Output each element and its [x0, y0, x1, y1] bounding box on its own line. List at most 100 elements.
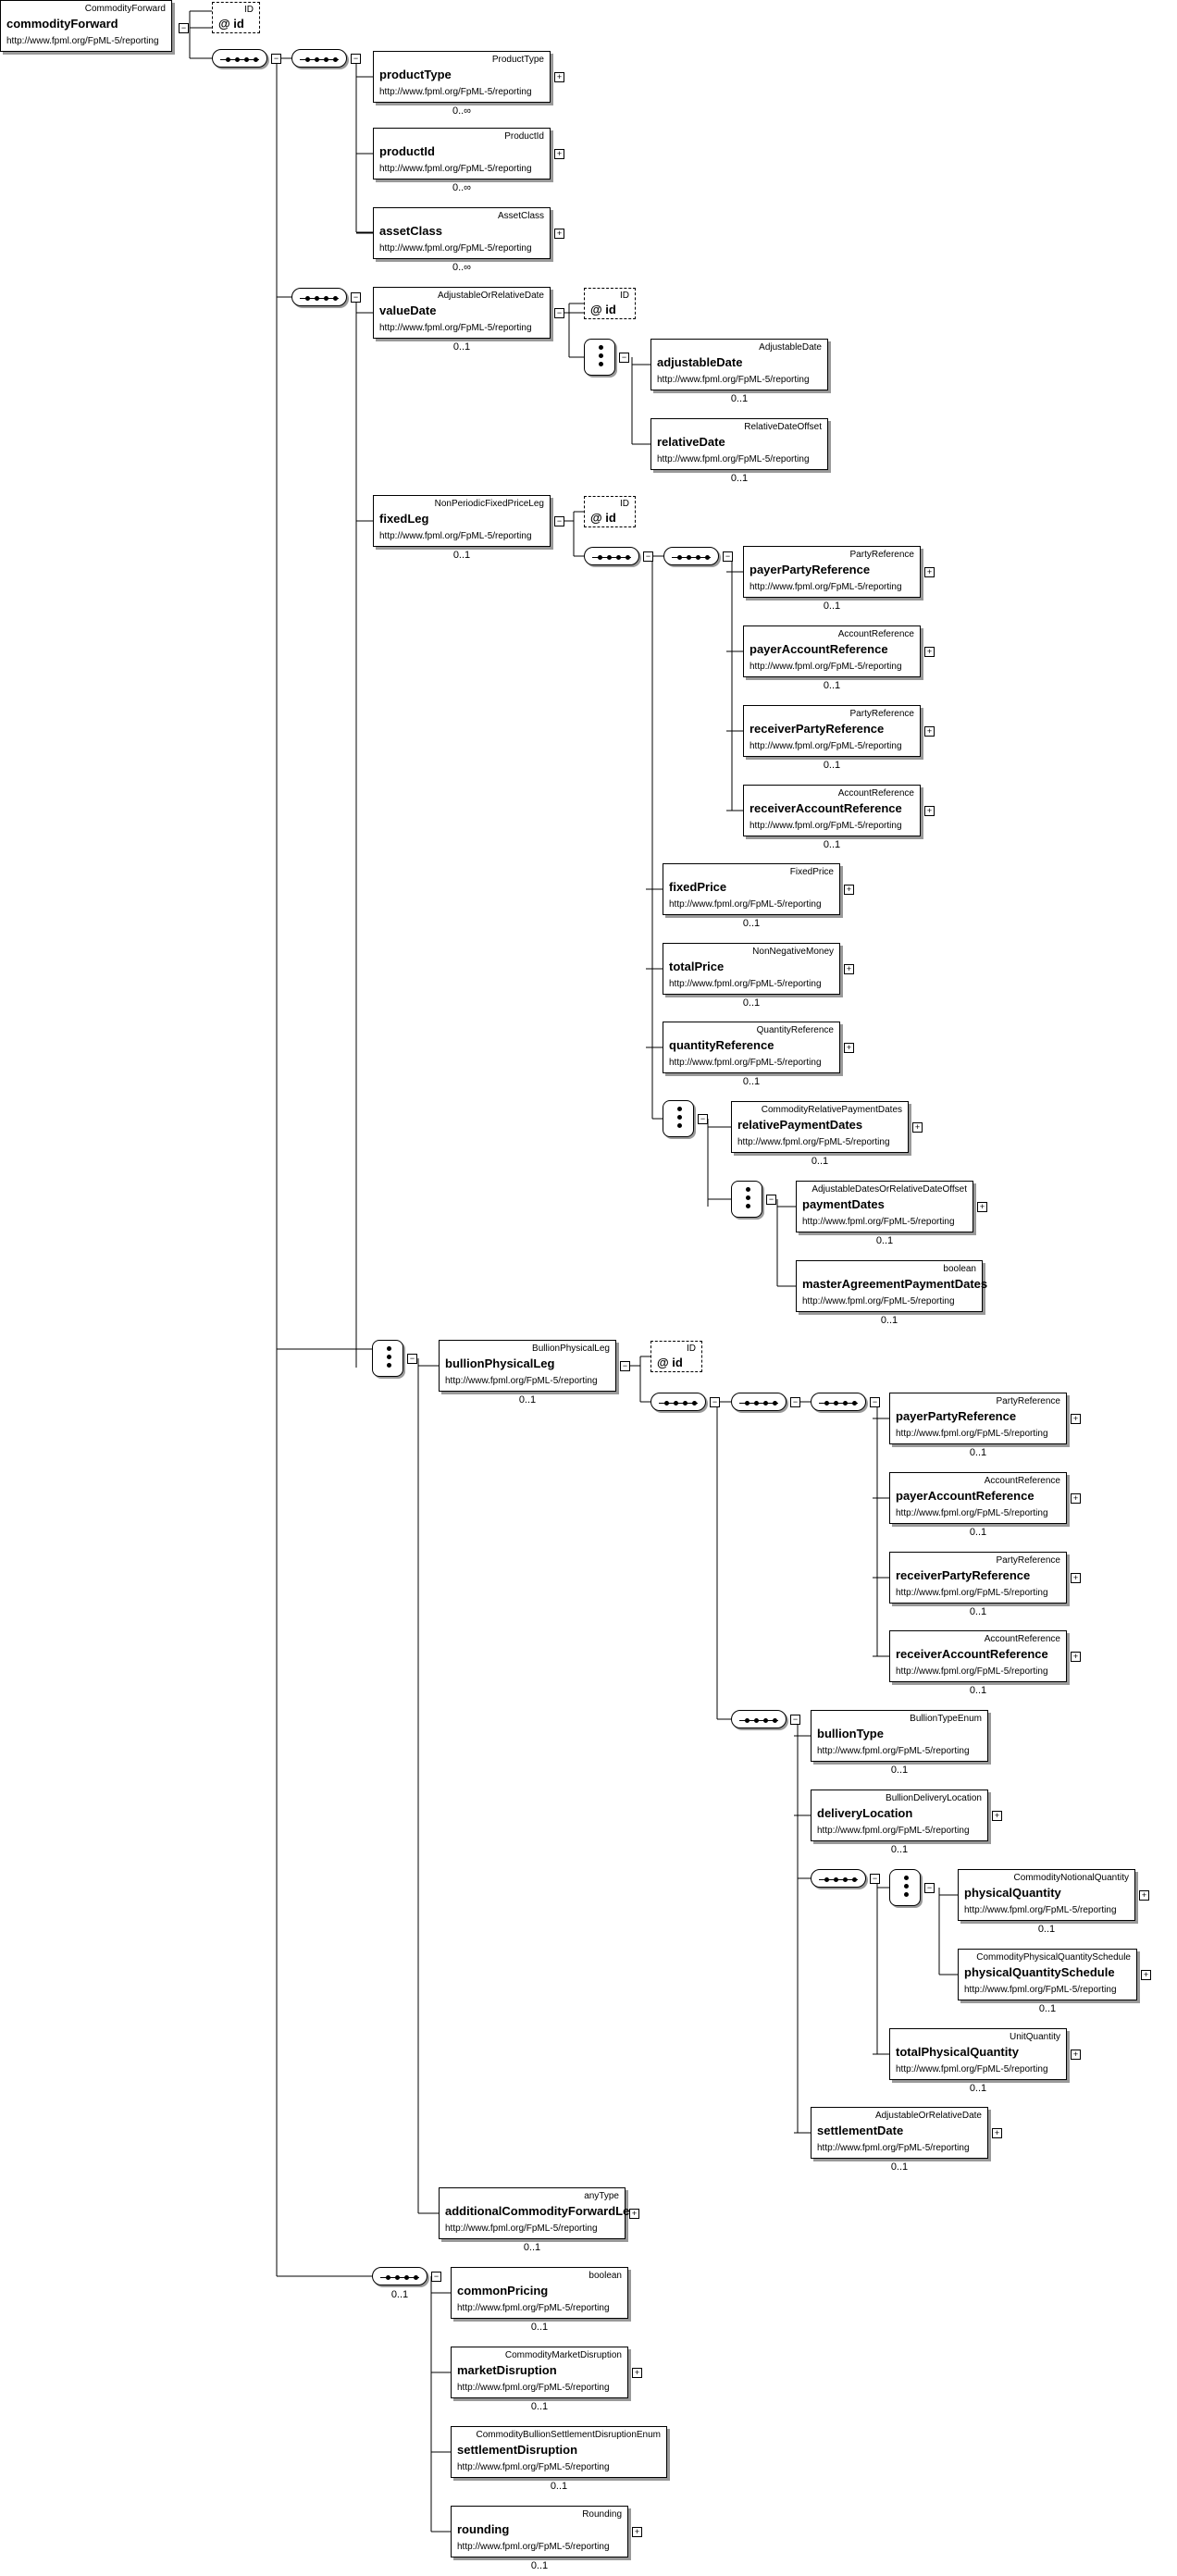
collapse-icon[interactable]: −: [351, 54, 361, 64]
collapse-icon[interactable]: −: [179, 23, 189, 33]
element-type: Rounding: [582, 2509, 622, 2520]
expand-icon[interactable]: +: [977, 1202, 987, 1212]
collapse-icon[interactable]: −: [790, 1715, 800, 1725]
expand-icon[interactable]: +: [844, 964, 854, 974]
expand-icon[interactable]: +: [992, 1811, 1002, 1821]
collapse-icon[interactable]: −: [924, 1883, 935, 1893]
expand-icon[interactable]: +: [554, 149, 564, 159]
expand-icon[interactable]: +: [924, 567, 935, 577]
choice-compositor[interactable]: [584, 339, 615, 376]
expand-icon[interactable]: +: [1071, 2050, 1081, 2060]
expand-icon[interactable]: +: [1139, 1890, 1149, 1901]
collapse-icon[interactable]: −: [870, 1874, 880, 1884]
sequence-compositor[interactable]: [811, 1869, 866, 1888]
collapse-icon[interactable]: −: [790, 1397, 800, 1407]
expand-icon[interactable]: +: [632, 2368, 642, 2378]
sequence-compositor[interactable]: [291, 49, 347, 68]
collapse-icon[interactable]: −: [643, 551, 653, 562]
expand-icon[interactable]: +: [632, 2527, 642, 2537]
choice-compositor[interactable]: [889, 1869, 921, 1906]
element-namespace: http://www.fpml.org/FpML-5/reporting: [457, 2383, 610, 2393]
expand-icon[interactable]: +: [554, 72, 564, 82]
choice-compositor[interactable]: [663, 1100, 694, 1137]
expand-icon[interactable]: +: [992, 2128, 1002, 2138]
expand-icon[interactable]: +: [844, 1043, 854, 1053]
collapse-icon[interactable]: −: [271, 54, 281, 64]
collapse-icon[interactable]: −: [554, 308, 564, 318]
element-name: fixedPrice: [669, 880, 727, 894]
element-settlementDisruption[interactable]: CommodityBullionSettlementDisruptionEnum…: [451, 2426, 667, 2478]
expand-icon[interactable]: +: [1071, 1493, 1081, 1504]
sequence-compositor[interactable]: [212, 49, 267, 68]
collapse-icon[interactable]: −: [870, 1397, 880, 1407]
collapse-icon[interactable]: −: [407, 1354, 417, 1364]
expand-icon[interactable]: +: [1071, 1573, 1081, 1583]
sequence-compositor[interactable]: [372, 2267, 427, 2285]
expand-icon[interactable]: +: [1141, 1970, 1151, 1980]
expand-icon[interactable]: +: [1071, 1652, 1081, 1662]
collapse-icon[interactable]: −: [620, 1361, 630, 1371]
expand-icon[interactable]: +: [924, 726, 935, 737]
choice-compositor[interactable]: [731, 1181, 762, 1218]
collapse-icon[interactable]: −: [431, 2272, 441, 2282]
expand-icon[interactable]: +: [924, 806, 935, 816]
expand-icon[interactable]: +: [912, 1122, 923, 1133]
element-type: RelativeDateOffset: [744, 422, 822, 432]
expand-icon[interactable]: +: [629, 2209, 639, 2219]
choice-compositor[interactable]: [372, 1340, 403, 1377]
sequence-compositor[interactable]: [584, 547, 639, 565]
collapse-icon[interactable]: −: [766, 1195, 776, 1205]
sequence-compositor[interactable]: [811, 1393, 866, 1411]
collapse-icon[interactable]: −: [351, 292, 361, 303]
expand-icon[interactable]: +: [554, 229, 564, 239]
sequence-compositor[interactable]: [663, 547, 719, 565]
sequence-compositor[interactable]: [731, 1710, 787, 1728]
sequence-compositor[interactable]: [731, 1393, 787, 1411]
sequence-compositor[interactable]: [291, 288, 347, 306]
expand-icon[interactable]: +: [1071, 1414, 1081, 1424]
collapse-icon[interactable]: −: [698, 1114, 708, 1124]
collapse-icon[interactable]: −: [554, 516, 564, 526]
cardinality: 0..1: [969, 1606, 987, 1617]
collapse-icon[interactable]: −: [710, 1397, 720, 1407]
collapse-icon[interactable]: −: [723, 551, 733, 562]
sequence-compositor[interactable]: [650, 1393, 706, 1411]
collapse-icon[interactable]: −: [619, 353, 629, 363]
cardinality: 0..1: [730, 393, 749, 404]
element-name: additionalCommodityForwardLeg: [445, 2204, 638, 2218]
expand-icon[interactable]: +: [924, 647, 935, 657]
expand-icon[interactable]: +: [844, 885, 854, 895]
